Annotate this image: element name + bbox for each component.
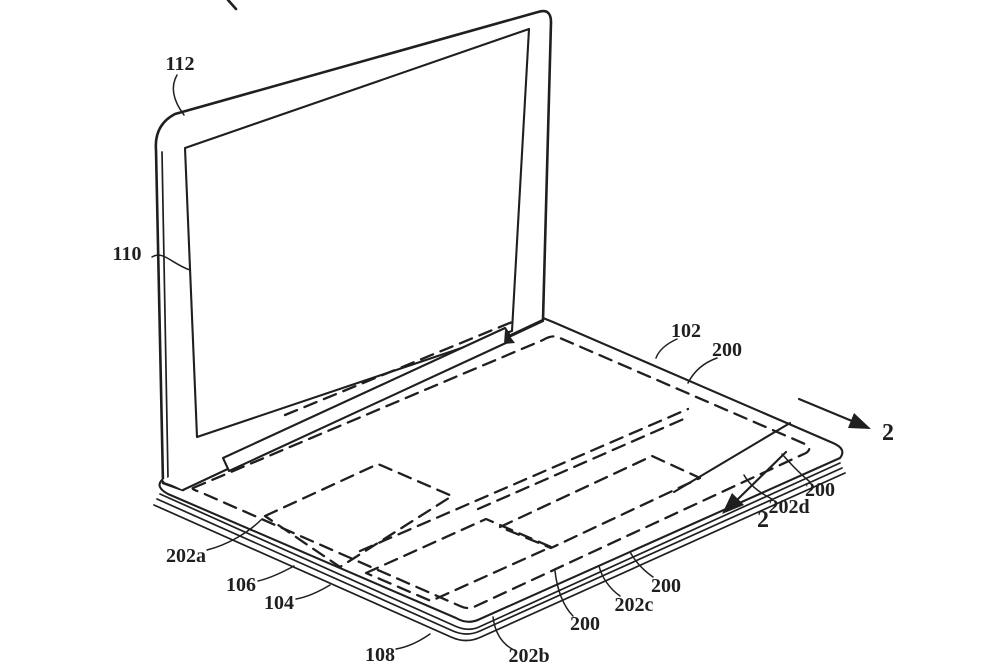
perimeter-touch-region-200: [191, 335, 811, 610]
leader-102: [655, 338, 678, 359]
sidewall-line-108: [153, 472, 846, 642]
reference-labels: 1121101022002200202d2200202c200202b202a1…: [113, 53, 894, 666]
lid-outline: [154, 9, 553, 492]
section-arrows: [722, 397, 871, 514]
deck-divider-dash-2: [476, 416, 688, 511]
hinge-bar: [221, 326, 515, 473]
ref-label-202c: 202c: [615, 594, 654, 616]
cropped-leader-mark: [226, 0, 238, 11]
leader-200-mid: [629, 551, 654, 578]
rear-touch-region-dash: [283, 318, 519, 417]
touch-strip-inner-edge: [672, 421, 792, 494]
ref-label-202d: 202d: [768, 496, 809, 518]
ref-label-202a: 202a: [166, 545, 206, 567]
ref-label-2-right: 2: [882, 420, 894, 446]
leader-106: [257, 565, 295, 582]
ref-label-200-right: 200: [805, 479, 835, 501]
sidewall-line-106: [159, 462, 841, 631]
leader-200-front: [554, 570, 574, 617]
deck-divider-dash: [358, 407, 690, 553]
touch-region-dashes: [191, 318, 811, 610]
ref-label-106: 106: [226, 574, 256, 596]
leader-110: [151, 254, 191, 271]
lid-thickness-line: [161, 151, 169, 479]
ref-label-104: 104: [264, 592, 294, 614]
leader-202c: [598, 565, 621, 597]
leader-lines: [151, 74, 811, 651]
leader-202d: [743, 474, 773, 500]
leader-104: [295, 584, 331, 600]
touch-region-202a: [263, 462, 454, 569]
leader-202b: [492, 616, 515, 651]
hinge-bar-end-cap: [504, 330, 515, 344]
ref-label-2-bottom: 2: [757, 507, 769, 533]
ref-label-102: 102: [671, 320, 701, 342]
ref-label-202b: 202b: [508, 645, 549, 666]
ref-label-200-mid: 200: [651, 575, 681, 597]
laptop-lid: [154, 9, 553, 492]
leader-112: [172, 74, 185, 116]
leader-202a: [206, 518, 263, 551]
ref-label-112: 112: [166, 53, 195, 75]
section-arrowhead-right: [848, 413, 871, 429]
ref-label-110: 110: [113, 243, 142, 265]
section-line-bottom: [735, 450, 788, 502]
ref-label-200-front: 200: [570, 613, 600, 635]
sidewall-line-104: [156, 467, 843, 635]
ref-label-108: 108: [365, 644, 395, 666]
ref-label-200-upper: 200: [712, 339, 742, 361]
screen-bezel: [183, 27, 531, 439]
leader-108: [395, 633, 431, 650]
leader-200-upper: [687, 357, 718, 384]
deck-outline: [158, 316, 844, 623]
leader-200-right: [781, 453, 811, 483]
section-line-right: [797, 397, 854, 423]
touch-region-202c: [498, 454, 702, 550]
section-arrowhead-bottom: [722, 493, 744, 514]
